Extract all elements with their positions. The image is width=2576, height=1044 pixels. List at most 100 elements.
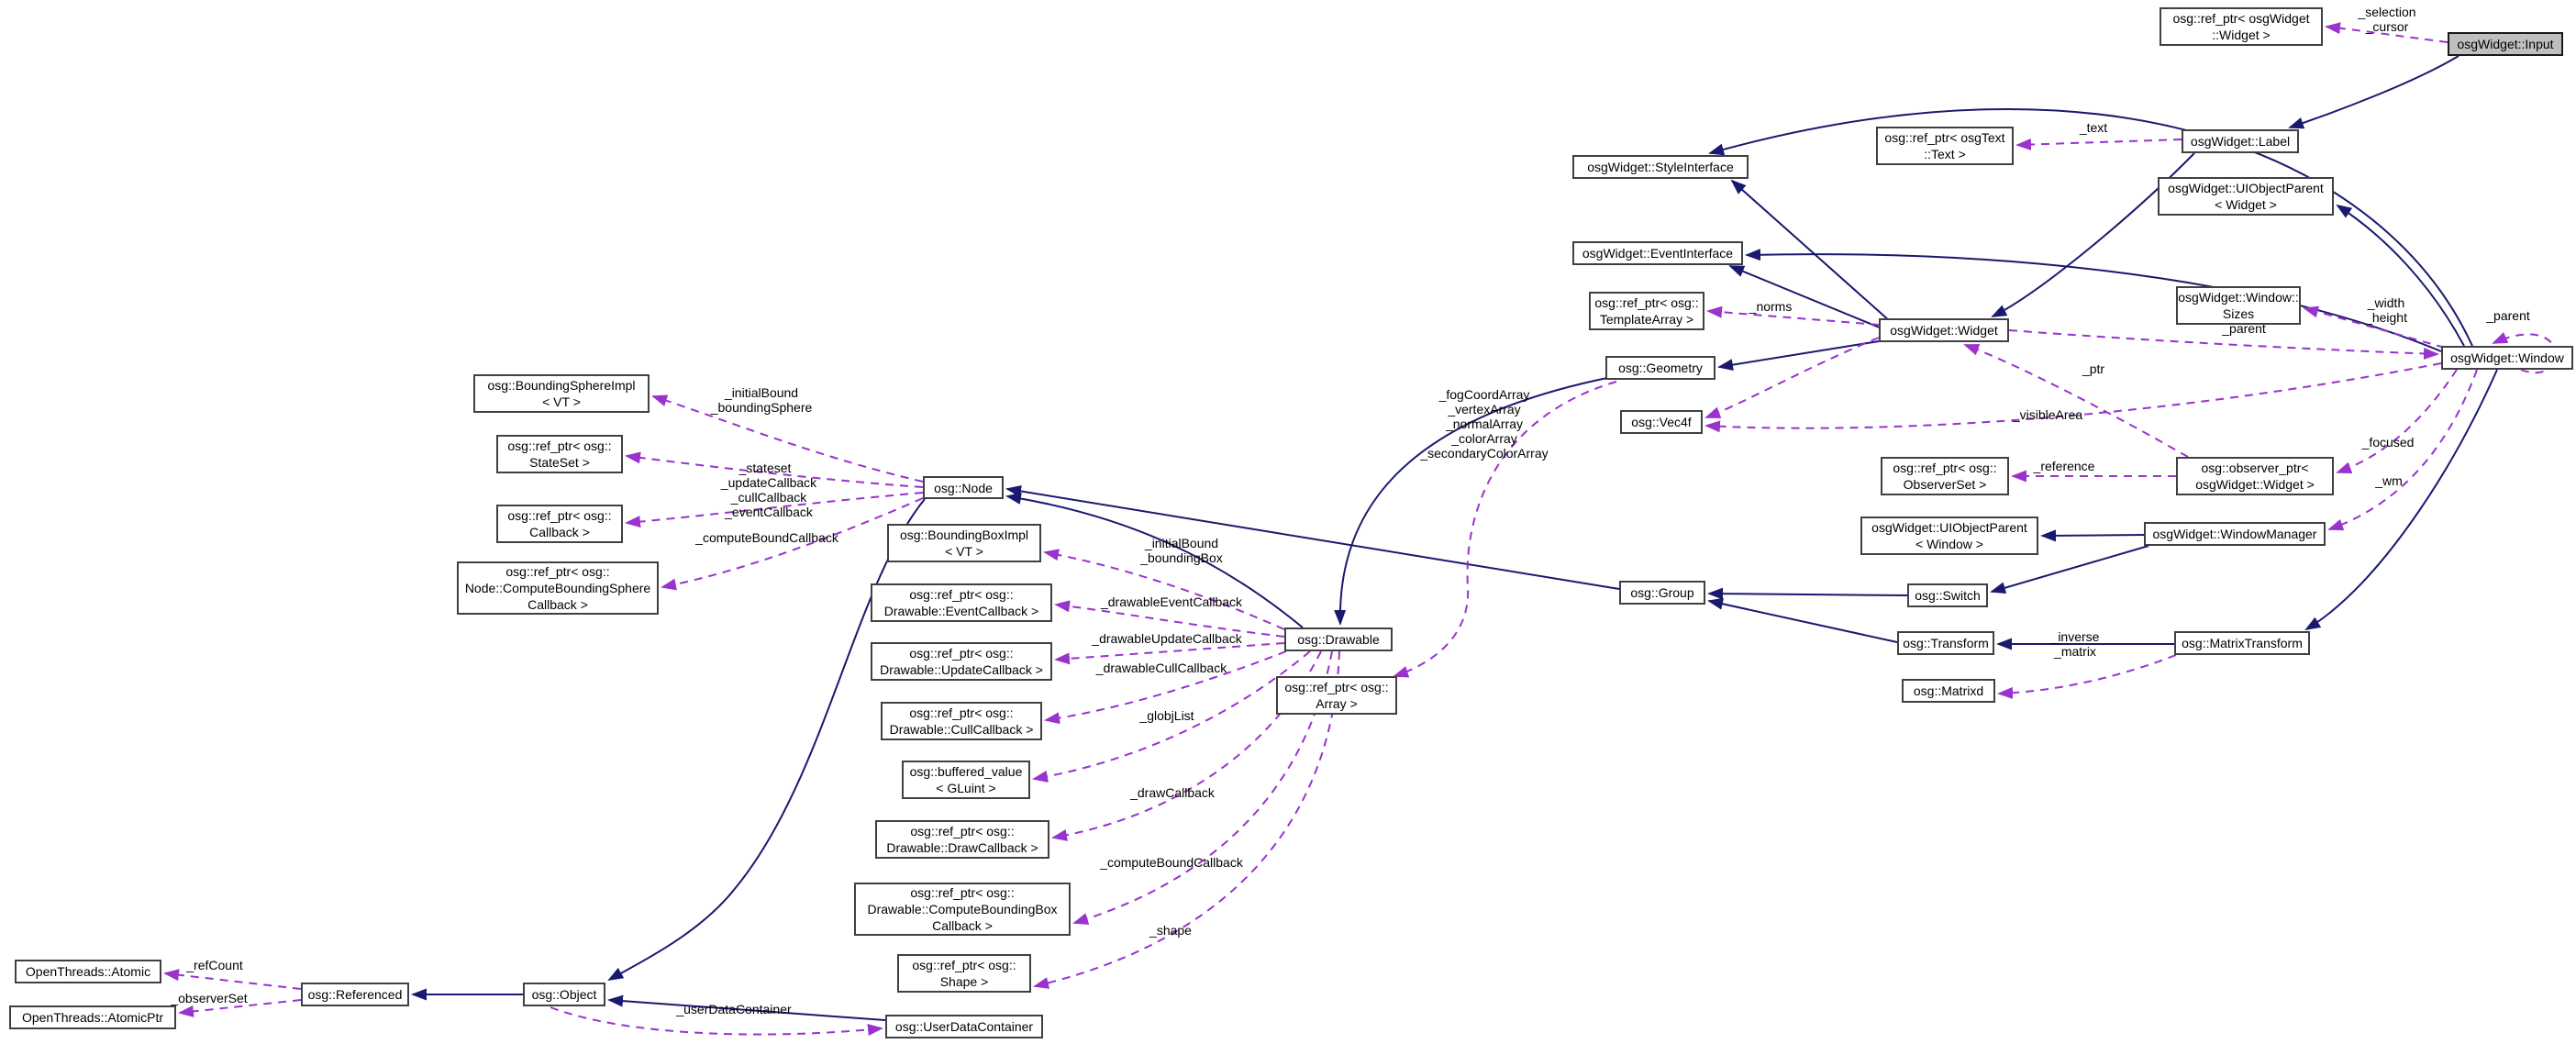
edge-node-stateset: [625, 451, 924, 488]
class-box-text: osg::MatrixTransform: [2182, 636, 2303, 650]
edge-label-line: _initialBound: [1144, 536, 1219, 550]
edge-node-computeboundcallback: [661, 497, 924, 591]
class-box-text: osg::ref_ptr< osg::: [912, 958, 1016, 972]
class-box-osg-matrixd[interactable]: osg::Matrixd: [1902, 679, 1995, 703]
edge-windowmanager-to-switch: [1990, 545, 2149, 594]
class-box-ref-ptr-array[interactable]: osg::ref_ptr< osg::Array >: [1276, 676, 1397, 715]
edge-label-line: _normalArray: [1445, 416, 1524, 431]
edge-label-line: _vertexArray: [1448, 402, 1521, 416]
class-box-ref-ptr-templatearray[interactable]: osg::ref_ptr< osg::TemplateArray >: [1589, 292, 1704, 330]
edge-label-parent-widget-window: _parent: [2222, 321, 2265, 336]
class-box-text: osg::Node: [934, 480, 993, 495]
class-box-ref-ptr-drawable-cullcallback[interactable]: osg::ref_ptr< osg::Drawable::CullCallbac…: [881, 702, 1042, 740]
edge-observerptr-ptr: [1963, 344, 2189, 458]
class-box-osg-vec4f[interactable]: osg::Vec4f: [1620, 410, 1703, 434]
class-box-osg-referenced[interactable]: osg::Referenced: [301, 983, 409, 1006]
class-box-osgwidget-uiobjectparent-window[interactable]: osgWidget::UIObjectParent< Window >: [1860, 516, 2038, 555]
edge-drawable-to-node: [1005, 492, 1304, 628]
edge-label-geometry-arrays: _fogCoordArray_vertexArray_normalArray_c…: [1420, 387, 1548, 461]
edge-label-drawable-computeboundcallback: _computeBoundCallback: [1100, 855, 1243, 870]
edge-widget-relcoords: [1704, 337, 1880, 418]
class-box-buffered-value-gluint[interactable]: osg::buffered_value< GLuint >: [902, 761, 1030, 799]
class-box-openthreads-atomicptr[interactable]: OpenThreads::AtomicPtr: [9, 1005, 176, 1029]
edge-label-line: _eventCallback: [725, 505, 813, 519]
class-box-osgwidget-uiobjectparent-widget[interactable]: osgWidget::UIObjectParent< Widget >: [2158, 177, 2334, 216]
edge-geometry-arrays: [1393, 381, 1617, 678]
class-box-text: Sizes: [2222, 306, 2255, 321]
class-box-ref-ptr-callback[interactable]: osg::ref_ptr< osg::Callback >: [496, 505, 623, 543]
edge-label-line: _shape: [1149, 923, 1192, 938]
class-box-osg-node[interactable]: osg::Node: [923, 476, 1004, 499]
edge-label-initialbound-boundingbox: _initialBound_boundingBox: [1140, 536, 1223, 565]
edge-label-reference: _reference: [2034, 459, 2095, 473]
class-box-text: osgWidget::Input: [2457, 37, 2554, 51]
class-box-ref-ptr-drawable-updatecallback[interactable]: osg::ref_ptr< osg::Drawable::UpdateCallb…: [871, 642, 1052, 681]
class-box-openthreads-atomic[interactable]: OpenThreads::Atomic: [15, 960, 161, 983]
class-box-text: osg::Matrixd: [1913, 683, 1984, 698]
edge-userdatacontainer-to-object: [607, 994, 886, 1021]
edge-label-visiblearea: _visibleArea: [2013, 407, 2082, 422]
class-box-text: Array >: [1316, 696, 1358, 711]
edge-label-userdatacontainer: _userDataContainer: [676, 1002, 791, 1016]
class-box-ref-ptr-osgtext-text[interactable]: osg::ref_ptr< osgText::Text >: [1876, 127, 2014, 165]
class-box-text: osg::Referenced: [307, 987, 403, 1002]
class-box-ref-ptr-osgwidget-widget[interactable]: osg::ref_ptr< osgWidget::Widget >: [2160, 7, 2323, 46]
class-box-ref-ptr-drawable-drawcallback[interactable]: osg::ref_ptr< osg::Drawable::DrawCallbac…: [875, 820, 1049, 859]
class-box-osgwidget-window-sizes[interactable]: osgWidget::Window::Sizes: [2176, 286, 2301, 325]
class-box-ref-ptr-observerset[interactable]: osg::ref_ptr< osg::ObserverSet >: [1881, 457, 2009, 495]
edge-label-parent-self: _parent: [2486, 308, 2529, 323]
edge-label-stateset: _stateset: [739, 461, 792, 475]
edge-label-line: _observerSet: [171, 991, 248, 1005]
class-box-osg-drawable[interactable]: osg::Drawable: [1284, 628, 1393, 651]
edge-label-line: _drawableCullCallback: [1095, 661, 1227, 675]
class-box-osg-group[interactable]: osg::Group: [1619, 581, 1705, 605]
class-box-ref-ptr-drawable-computeboundingboxcallback[interactable]: osg::ref_ptr< osg::Drawable::ComputeBoun…: [854, 883, 1071, 936]
class-box-osg-transform[interactable]: osg::Transform: [1897, 631, 1994, 655]
edge-label-line: _globjList: [1139, 708, 1194, 723]
edge-widget-to-geometry: [1717, 340, 1880, 372]
class-box-text: osgWidget::Window::: [2178, 290, 2299, 305]
class-box-ref-ptr-stateset[interactable]: osg::ref_ptr< osg::StateSet >: [496, 435, 623, 473]
edge-drawable-cullcallback: [1044, 650, 1287, 725]
class-box-boundingsphereimpl[interactable]: osg::BoundingSphereImpl< VT >: [473, 374, 650, 413]
class-box-text: Callback >: [527, 597, 588, 612]
edge-label-line: _reference: [2033, 459, 2095, 473]
class-box-observer-ptr-widget[interactable]: osg::observer_ptr<osgWidget::Widget >: [2176, 457, 2334, 495]
class-box-ref-ptr-drawable-eventcallback[interactable]: osg::ref_ptr< osg::Drawable::EventCallba…: [871, 583, 1052, 622]
edge-label-node-computeboundcallback: _computeBoundCallback: [695, 530, 838, 545]
class-box-text: osg::UserDataContainer: [894, 1019, 1034, 1034]
class-box-osg-object[interactable]: osg::Object: [523, 983, 605, 1006]
edge-drawable-shape: [1033, 650, 1340, 989]
edge-label-line: _userDataContainer: [676, 1002, 792, 1016]
class-box-ref-ptr-computeboundingspherecallback[interactable]: osg::ref_ptr< osg::Node::ComputeBounding…: [457, 561, 659, 615]
class-box-osg-matrixtransform[interactable]: osg::MatrixTransform: [2174, 631, 2310, 655]
class-box-osgwidget-windowmanager[interactable]: osgWidget::WindowManager: [2144, 522, 2326, 546]
class-box-osgwidget-widget[interactable]: osgWidget::Widget: [1879, 318, 2009, 342]
class-box-osgwidget-eventinterface[interactable]: osgWidget::EventInterface: [1572, 241, 1743, 265]
edge-group-to-node: [1005, 485, 1620, 590]
class-box-osg-switch[interactable]: osg::Switch: [1907, 583, 1988, 607]
edge-label-line: _norms: [1749, 299, 1793, 314]
edge-matrixtransform-inverse-matrix: [1997, 654, 2177, 699]
class-box-boundingboximpl[interactable]: osg::BoundingBoxImpl< VT >: [887, 524, 1041, 562]
class-box-text: < VT >: [542, 394, 581, 409]
edge-label-line: _drawableEventCallback: [1100, 594, 1243, 609]
class-box-text: osg::ref_ptr< osg::: [909, 646, 1014, 661]
class-box-text: osg::Drawable: [1297, 632, 1380, 647]
edge-label-line: _height: [2365, 310, 2407, 325]
class-box-text: < VT >: [945, 544, 983, 559]
class-box-osgwidget-window[interactable]: osgWidget::Window: [2441, 346, 2573, 370]
class-box-osg-userdatacontainer[interactable]: osg::UserDataContainer: [885, 1015, 1043, 1038]
edge-label-line: _updateCallback: [720, 475, 817, 490]
edge-label-drawcallback: _drawCallback: [1130, 785, 1215, 800]
edge-widget-to-eventinterface: [1728, 265, 1887, 331]
class-box-osgwidget-label[interactable]: osgWidget::Label: [2182, 129, 2299, 153]
edge-referenced-observerset: [178, 999, 302, 1017]
class-box-osgwidget-styleinterface[interactable]: osgWidget::StyleInterface: [1572, 155, 1749, 179]
class-box-osgwidget-input[interactable]: osgWidget::Input: [2448, 32, 2563, 56]
class-box-osg-geometry[interactable]: osg::Geometry: [1605, 356, 1715, 380]
edge-switch-to-group: [1707, 587, 1908, 600]
edge-label-text: _text: [2080, 120, 2107, 135]
class-box-text: Callback >: [529, 525, 590, 539]
class-box-ref-ptr-shape[interactable]: osg::ref_ptr< osg::Shape >: [897, 954, 1031, 993]
